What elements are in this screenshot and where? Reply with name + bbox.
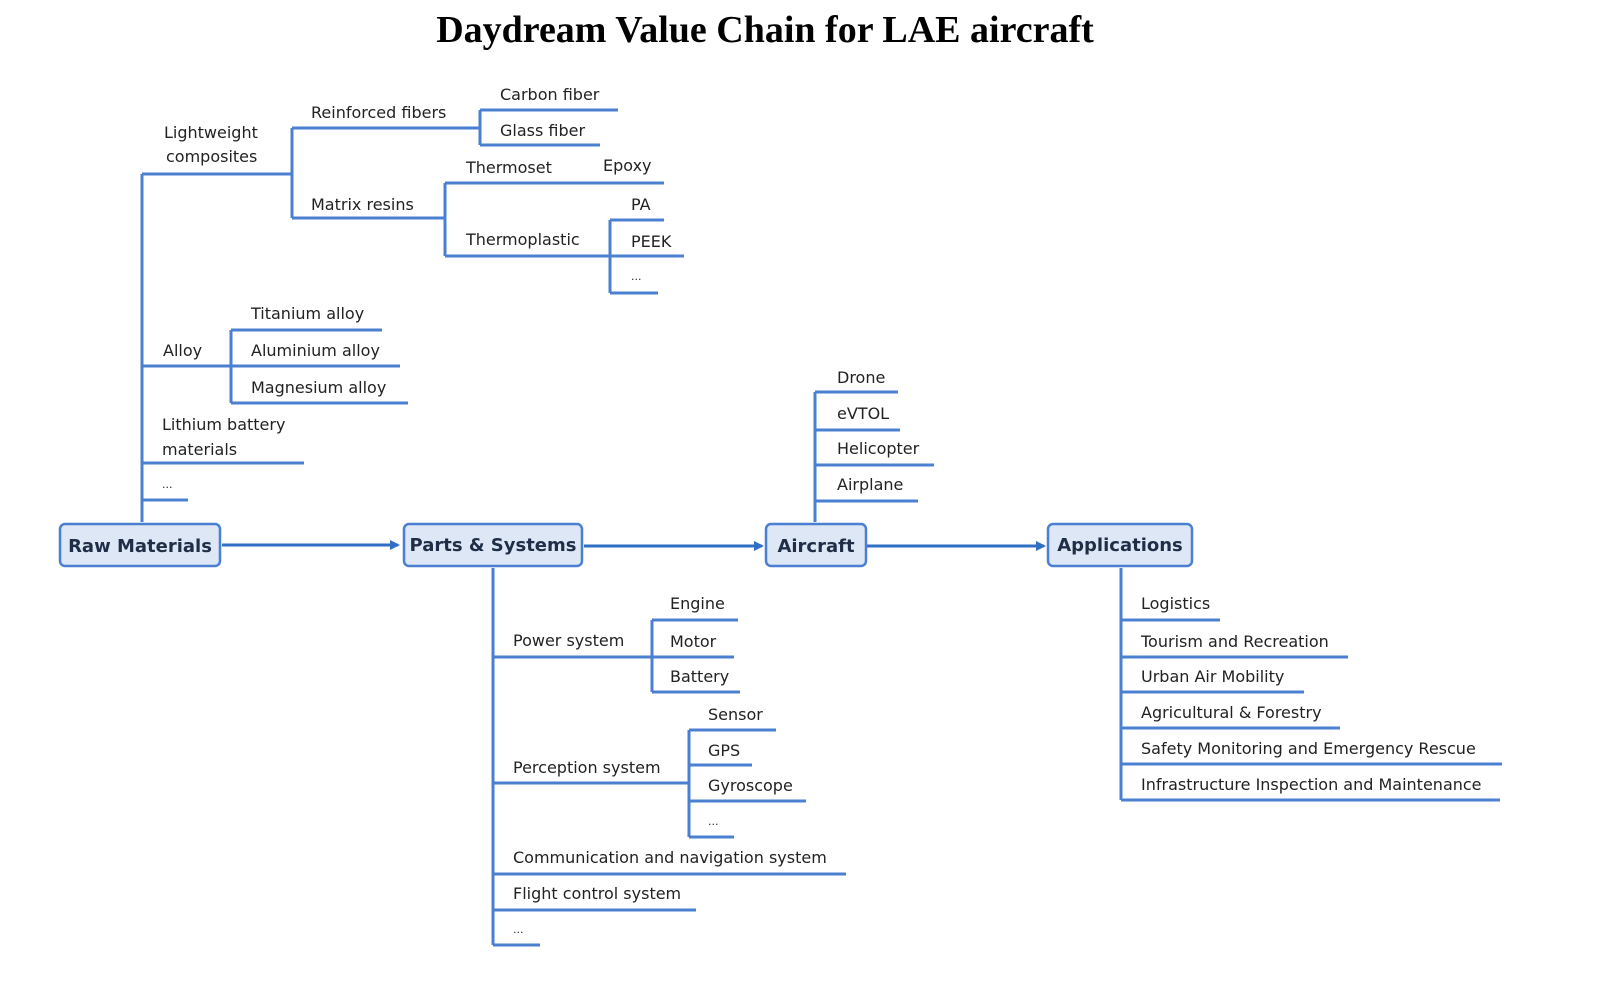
evtol-label: eVTOL — [837, 404, 889, 423]
carbon-fiber-label: Carbon fiber — [500, 85, 600, 104]
perception-system-label: Perception system — [513, 758, 661, 777]
raw-materials-box — [58, 522, 222, 568]
reinforced-fibers-label: Reinforced fibers — [311, 103, 446, 122]
infrastructure-label: Infrastructure Inspection and Maintenanc… — [1141, 775, 1482, 794]
thermoset-label: Thermoset — [465, 158, 552, 177]
applications-tree — [1119, 568, 1502, 802]
raw-materials-tree — [140, 108, 684, 522]
epoxy-label: Epoxy — [603, 156, 652, 175]
glass-fiber-label: Glass fiber — [500, 121, 585, 140]
matrix-resins-label: Matrix resins — [311, 195, 414, 214]
peek-label: PEEK — [631, 232, 672, 251]
gps-label: GPS — [708, 741, 740, 760]
raw-materials-node[interactable]: Raw Materials — [58, 522, 222, 568]
applications-node[interactable]: Applications — [1046, 522, 1194, 568]
lithium-label-line2: materials — [162, 440, 237, 459]
aircraft-label: Aircraft — [777, 536, 855, 557]
parts-systems-node[interactable]: Parts & Systems — [402, 522, 584, 568]
aircraft-tree — [813, 390, 934, 522]
urban-air-label: Urban Air Mobility — [1141, 667, 1284, 686]
titanium-alloy-label: Titanium alloy — [250, 304, 364, 323]
parts-more-label: ... — [513, 923, 524, 936]
raw-more-label: ... — [162, 478, 173, 491]
aircraft-box — [764, 522, 868, 568]
helicopter-label: Helicopter — [837, 439, 920, 458]
motor-label: Motor — [670, 632, 717, 651]
applications-box — [1046, 522, 1194, 568]
raw-materials-label: Raw Materials — [68, 536, 212, 557]
engine-label: Engine — [670, 594, 725, 613]
flow-arrows — [222, 540, 1046, 551]
power-system-label: Power system — [513, 631, 624, 650]
gyroscope-label: Gyroscope — [708, 776, 793, 795]
safety-label: Safety Monitoring and Emergency Rescue — [1141, 739, 1476, 758]
lithium-label-line1: Lithium battery — [162, 415, 285, 434]
perception-more-label: ... — [708, 815, 719, 828]
parts-systems-label: Parts & Systems — [410, 535, 577, 556]
lightweight-label-line1: Lightweight — [164, 123, 258, 142]
agricultural-label: Agricultural & Forestry — [1141, 703, 1322, 722]
applications-label: Applications — [1057, 535, 1183, 556]
aluminium-alloy-label: Aluminium alloy — [251, 341, 380, 360]
parts-systems-box — [402, 522, 584, 568]
thermoplastic-label: Thermoplastic — [465, 230, 580, 249]
logistics-label: Logistics — [1141, 594, 1210, 613]
parts-systems-tree — [491, 568, 846, 947]
alloy-label: Alloy — [163, 341, 202, 360]
airplane-label: Airplane — [837, 475, 903, 494]
thermoplastic-more-label: ... — [631, 270, 642, 283]
pa-label: PA — [631, 195, 651, 214]
magnesium-alloy-label: Magnesium alloy — [251, 378, 386, 397]
tourism-label: Tourism and Recreation — [1140, 632, 1329, 651]
flight-control-label: Flight control system — [513, 884, 681, 903]
aircraft-node[interactable]: Aircraft — [764, 522, 868, 568]
sensor-label: Sensor — [708, 705, 763, 724]
battery-label: Battery — [670, 667, 729, 686]
lightweight-label-line2: composites — [166, 147, 257, 166]
communication-label: Communication and navigation system — [513, 848, 827, 867]
diagram-title: Daydream Value Chain for LAE aircraft — [436, 9, 1094, 51]
drone-label: Drone — [837, 368, 885, 387]
